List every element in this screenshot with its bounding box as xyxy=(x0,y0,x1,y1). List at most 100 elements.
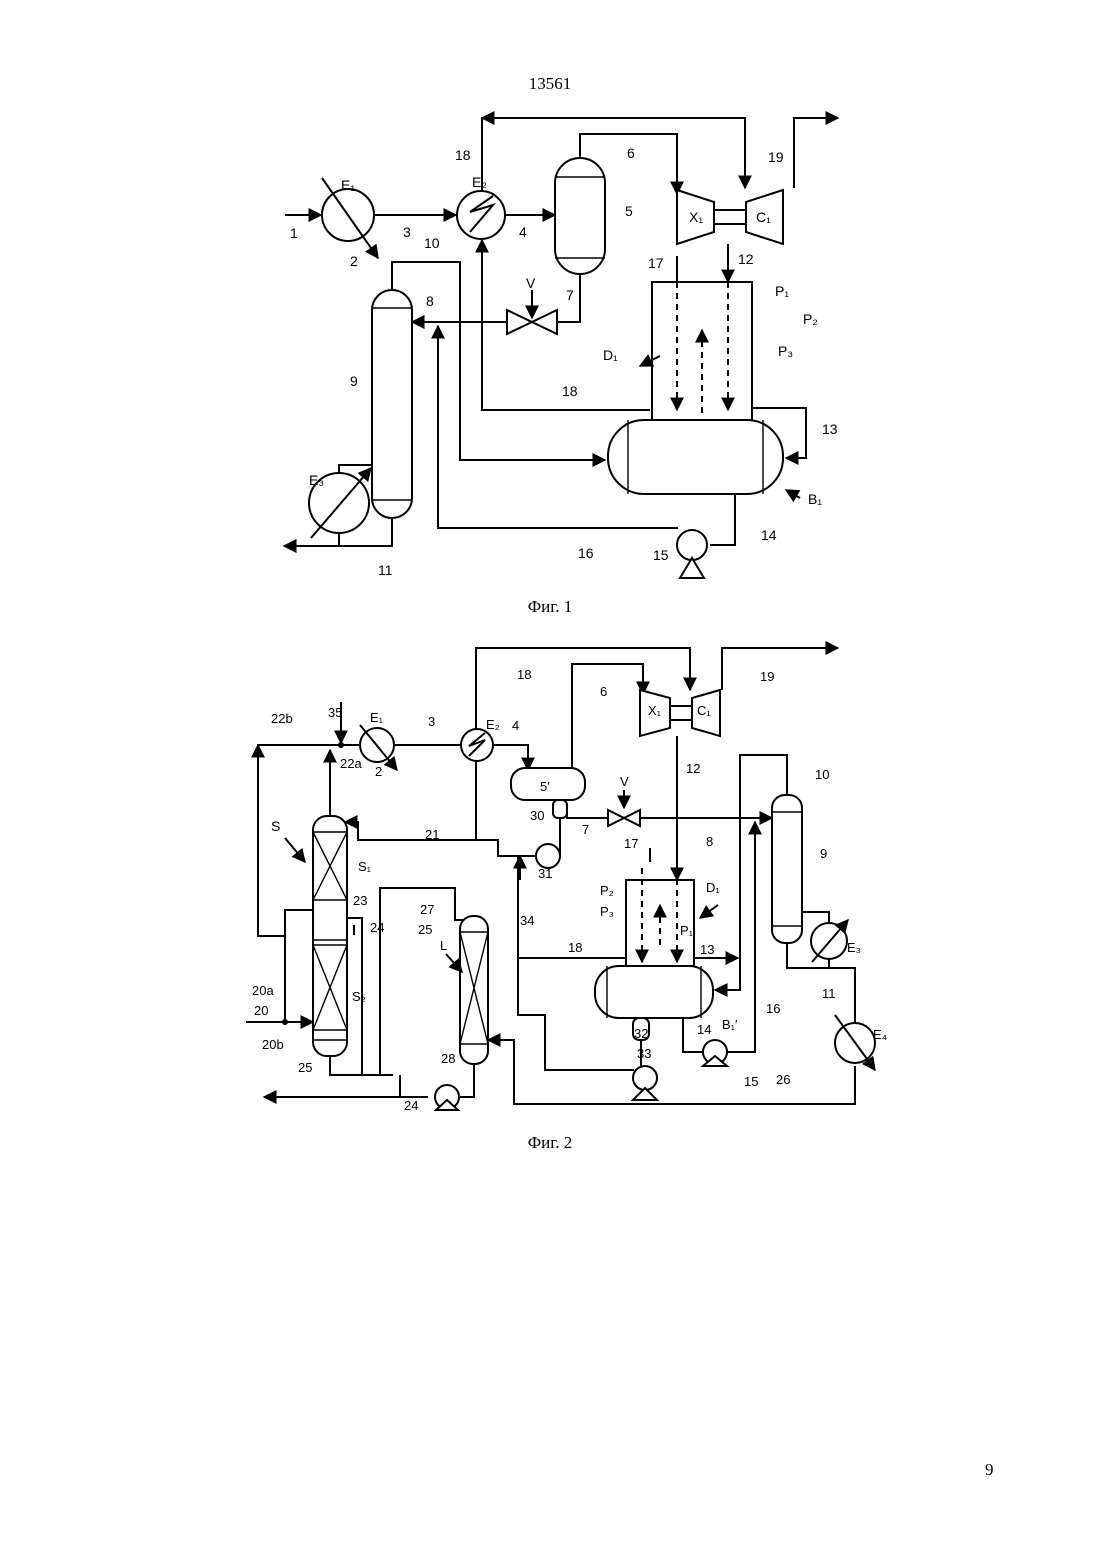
label-17-fig2: 17 xyxy=(624,836,638,851)
label-18-bottom-fig2: 18 xyxy=(568,940,582,955)
drum-b1 xyxy=(608,420,783,494)
drum-b1-prime xyxy=(595,966,713,1018)
label-e1-fig2: E₁ xyxy=(370,710,384,725)
label-p2: P₂ xyxy=(803,311,818,327)
label-9-fig2: 9 xyxy=(820,846,827,861)
line-18-top xyxy=(482,118,745,200)
line-6-fig2 xyxy=(572,664,643,768)
label-21: 21 xyxy=(425,827,439,842)
label-s1: S₁ xyxy=(358,859,372,874)
label-d1-fig2: D₁ xyxy=(706,880,720,895)
figure-2-caption: Фиг. 2 xyxy=(0,1133,1100,1153)
exchanger-e2-fig2 xyxy=(461,729,493,761)
label-10: 10 xyxy=(424,235,440,251)
label-8-fig2: 8 xyxy=(706,834,713,849)
label-p3-fig2: P₃ xyxy=(600,904,614,919)
label-25-right: 25 xyxy=(418,922,432,937)
label-20: 20 xyxy=(254,1003,268,1018)
label-19-fig2: 19 xyxy=(760,669,774,684)
label-e1: E₁ xyxy=(341,177,355,193)
label-11: 11 xyxy=(378,562,393,578)
label-e3-fig2: E₃ xyxy=(847,940,861,955)
valve-v-fig2 xyxy=(608,810,640,826)
label-14: 14 xyxy=(761,527,777,543)
label-b1-prime: B₁′ xyxy=(722,1017,738,1032)
label-10-fig2: 10 xyxy=(815,767,829,782)
label-35: 35 xyxy=(328,705,342,720)
label-p3: P₃ xyxy=(778,343,793,359)
line-21 xyxy=(345,822,536,856)
label-p1: P₁ xyxy=(775,283,789,299)
label-6-fig2: 6 xyxy=(600,684,607,699)
line-7-fig2 xyxy=(567,808,608,818)
label-16-fig2: 16 xyxy=(766,1001,780,1016)
label-p1-fig2: P₁ xyxy=(680,923,694,938)
label-3-fig2: 3 xyxy=(428,714,435,729)
column-s xyxy=(313,816,347,1056)
label-31: 31 xyxy=(538,866,552,881)
label-20b: 20b xyxy=(262,1037,284,1052)
label-e3: E₃ xyxy=(309,472,324,488)
label-b1: B₁ xyxy=(808,491,822,507)
label-28: 28 xyxy=(441,1051,455,1066)
pump-15 xyxy=(677,530,707,560)
label-1: 1 xyxy=(290,225,298,241)
label-13-fig2: 13 xyxy=(700,942,714,957)
label-19: 19 xyxy=(768,149,784,165)
label-4-fig2: 4 xyxy=(512,718,519,733)
label-9: 9 xyxy=(350,373,358,389)
label-e2-fig2: E₂ xyxy=(486,717,500,732)
label-e2: E₂ xyxy=(472,174,487,190)
label-23: 23 xyxy=(353,893,367,908)
label-15-fig2: 15 xyxy=(744,1074,758,1089)
label-4: 4 xyxy=(519,224,527,240)
label-18-top: 18 xyxy=(455,147,471,163)
label-v-fig2: V xyxy=(620,774,629,789)
label-6: 6 xyxy=(627,145,635,161)
label-e4: E₄ xyxy=(873,1027,887,1042)
label-12: 12 xyxy=(738,251,754,267)
label-33: 33 xyxy=(637,1046,651,1061)
label-c1-fig2: C₁ xyxy=(697,703,711,718)
label-18-top-fig2: 18 xyxy=(517,667,531,682)
label-24-lower: 24 xyxy=(404,1098,418,1113)
figure-1-caption: Фиг. 1 xyxy=(0,597,1100,617)
label-34: 34 xyxy=(520,913,534,928)
label-8: 8 xyxy=(426,293,434,309)
pump-31 xyxy=(536,844,560,868)
label-s2: S₂ xyxy=(352,989,366,1004)
label-26: 26 xyxy=(776,1072,790,1087)
label-5: 5 xyxy=(625,203,633,219)
label-30: 30 xyxy=(530,808,544,823)
label-2: 2 xyxy=(350,253,358,269)
label-5-prime: 5′ xyxy=(540,779,550,794)
label-16: 16 xyxy=(578,545,594,561)
column-9 xyxy=(372,290,412,518)
label-x1-fig2: X₁ xyxy=(648,703,662,718)
label-x1: X₁ xyxy=(689,209,703,225)
page-number: 9 xyxy=(985,1460,994,1480)
exchanger-e2 xyxy=(457,191,505,239)
label-12-fig2: 12 xyxy=(686,761,700,776)
label-c1: C₁ xyxy=(756,209,771,225)
label-3: 3 xyxy=(403,224,411,240)
line-34 xyxy=(518,856,634,1070)
label-l: L xyxy=(440,938,447,953)
label-27: 27 xyxy=(420,902,434,917)
label-2-fig2: 2 xyxy=(375,764,382,779)
label-24-upper: 24 xyxy=(370,920,384,935)
label-v: V xyxy=(526,275,536,291)
label-22b: 22b xyxy=(271,711,293,726)
line-14 xyxy=(710,494,735,545)
label-32: 32 xyxy=(634,1026,648,1041)
label-20a: 20a xyxy=(252,983,274,998)
label-13: 13 xyxy=(822,421,838,437)
label-25-left: 25 xyxy=(298,1060,312,1075)
line-19 xyxy=(794,118,838,188)
column-9-fig2 xyxy=(772,795,802,943)
label-15: 15 xyxy=(653,547,669,563)
label-d1: D₁ xyxy=(603,347,618,363)
label-14-fig2: 14 xyxy=(697,1022,711,1037)
line-26 xyxy=(488,1040,855,1104)
label-7: 7 xyxy=(566,287,574,303)
